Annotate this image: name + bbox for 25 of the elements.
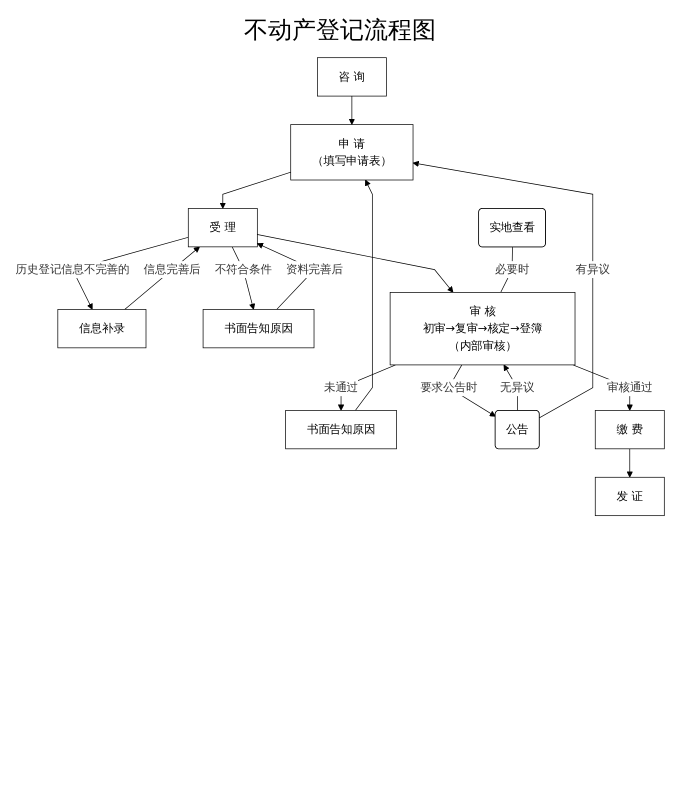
- edge-label: 信息完善后: [144, 262, 201, 276]
- arrow: [348, 96, 355, 125]
- edge-label: 不符合条件: [214, 262, 272, 276]
- node-box: 发 证: [594, 476, 665, 516]
- node-box: 信息补录: [57, 309, 146, 348]
- edge-label: 历史登记信息不完善的: [16, 262, 130, 276]
- edge-label: 有异议: [576, 262, 610, 276]
- arrow: [626, 448, 633, 478]
- arrow: [220, 172, 292, 209]
- edge-label: 无异议: [500, 380, 534, 394]
- edge-label: 要求公告时: [420, 380, 478, 394]
- arrow: [355, 180, 373, 411]
- node-box: 缴 费: [594, 410, 665, 450]
- edge-label: 审核通过: [607, 380, 653, 394]
- node-box: 审 核 初审→复审→核定→登簿（内部审核）: [390, 292, 576, 366]
- arrow: [256, 234, 454, 293]
- node-box: 咨 询: [317, 57, 387, 96]
- node-box: 书面告知原因: [202, 309, 314, 348]
- edge-label: 未通过: [324, 380, 358, 394]
- node-box: 申 请 （填写申请表）: [290, 124, 414, 180]
- edge-label: 资料完善后: [286, 262, 343, 276]
- node-box: 书面告知原因: [285, 410, 397, 450]
- node-box: 受 理: [188, 208, 258, 248]
- diagram-title: 不动产登记流程图: [243, 15, 437, 46]
- edge-label: 必要时: [495, 262, 530, 276]
